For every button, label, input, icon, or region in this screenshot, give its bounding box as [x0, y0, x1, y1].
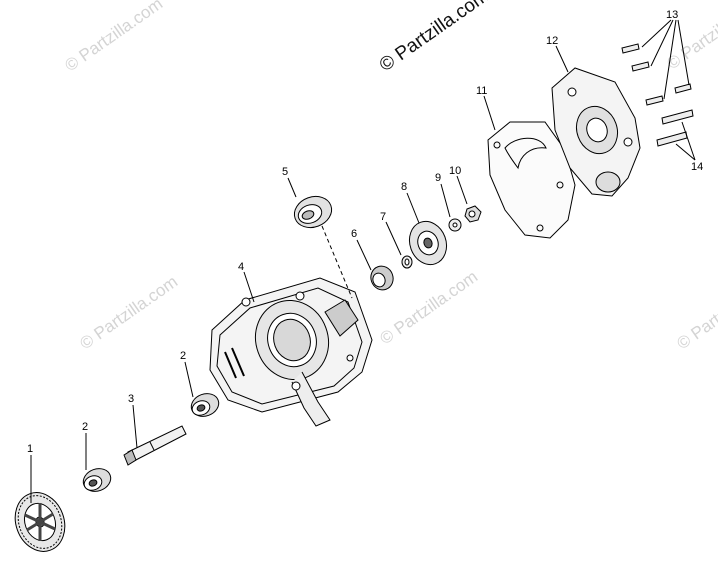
- part-14-bolts[interactable]: [656, 109, 694, 147]
- part-2-bearing-lower[interactable]: [80, 465, 114, 495]
- callout-label-2-lower: 2: [82, 421, 88, 433]
- callout-label-4: 4: [238, 261, 244, 273]
- part-2-bearing-upper[interactable]: [188, 390, 222, 420]
- part-6-bushing[interactable]: [368, 263, 397, 293]
- watermark-text: © Partzilla.com: [673, 272, 718, 353]
- assembly-dashed-line: [321, 225, 353, 299]
- leader-lines: [30, 19, 696, 503]
- callout-label-13: 13: [666, 9, 678, 21]
- callout-label-10: 10: [449, 165, 461, 177]
- part-12-pump-cover[interactable]: [551, 67, 641, 197]
- watermark-text: © Partzilla.com: [76, 272, 181, 353]
- callout-label-1: 1: [27, 443, 33, 455]
- watermark-text: © Partzilla.com: [61, 0, 166, 75]
- part-9-washer[interactable]: [448, 218, 462, 232]
- callout-label-7: 7: [380, 211, 386, 223]
- part-8-impeller[interactable]: [404, 216, 453, 270]
- callout-label-5: 5: [282, 166, 288, 178]
- callout-label-9: 9: [435, 172, 441, 184]
- part-11-gasket[interactable]: [487, 121, 576, 239]
- part-13-bolts[interactable]: [621, 43, 692, 106]
- part-5-seal[interactable]: [290, 191, 336, 232]
- callout-label-11: 11: [476, 85, 487, 97]
- part-10-nut[interactable]: [464, 205, 482, 223]
- callout-label-14: 14: [691, 161, 703, 173]
- watermark-main-text: © Partzilla.com: [376, 0, 493, 76]
- callout-labels: 1 2 2 3 4 5 6 7 8 9 10 11 12 13 14: [27, 9, 703, 455]
- part-7-washer[interactable]: [401, 255, 413, 269]
- callout-label-12: 12: [546, 35, 558, 47]
- callout-label-2-upper: 2: [180, 350, 186, 362]
- part-1-gear[interactable]: [7, 486, 73, 559]
- part-4-pump-housing[interactable]: [209, 277, 373, 427]
- part-3-shaft[interactable]: [123, 425, 187, 466]
- callout-label-8: 8: [401, 181, 407, 193]
- callout-label-3: 3: [128, 393, 134, 405]
- callout-label-6: 6: [351, 228, 357, 240]
